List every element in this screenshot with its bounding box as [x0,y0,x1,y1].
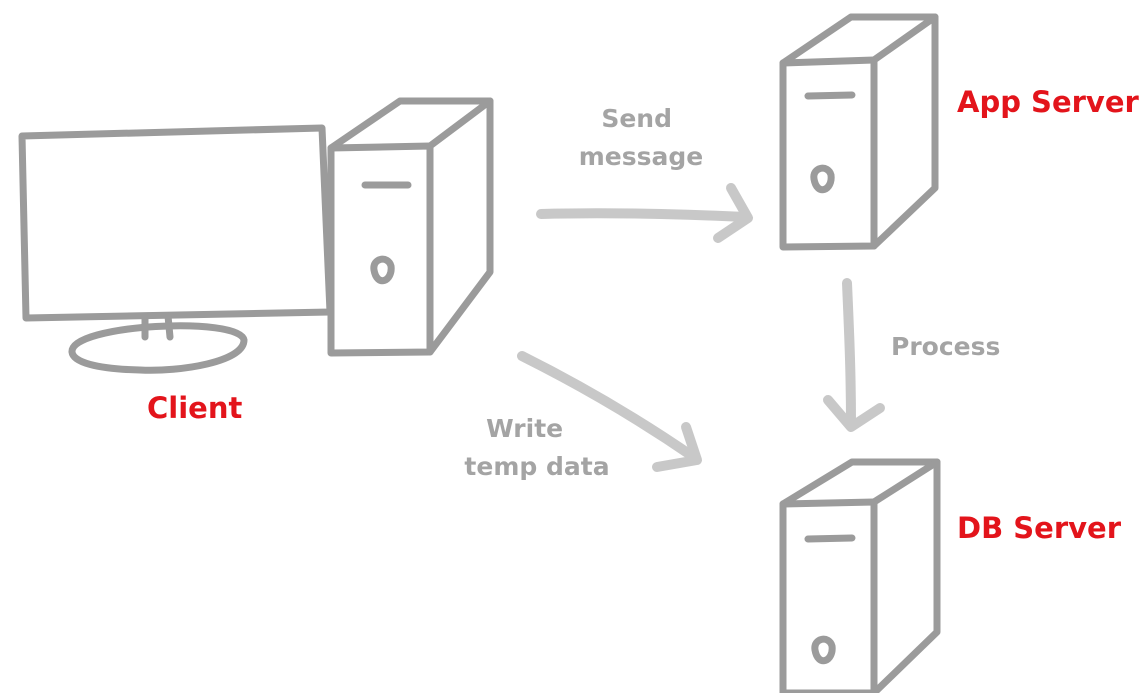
db-server-label: DB Server [957,511,1122,545]
client-label: Client [147,391,242,425]
app-server-label: App Server [957,85,1139,119]
client-tower-icon [327,97,494,357]
process-arrow [823,278,885,432]
client-monitor-icon [18,124,334,374]
db-server-icon [779,458,941,693]
write-temp-data-arrow [517,351,702,472]
process-label: Process [891,332,1000,361]
write-temp-data-label: Write temp data [464,414,609,481]
send-message-arrow [536,183,753,243]
send-message-label: Send message [579,104,704,171]
app-server-icon [779,13,939,251]
